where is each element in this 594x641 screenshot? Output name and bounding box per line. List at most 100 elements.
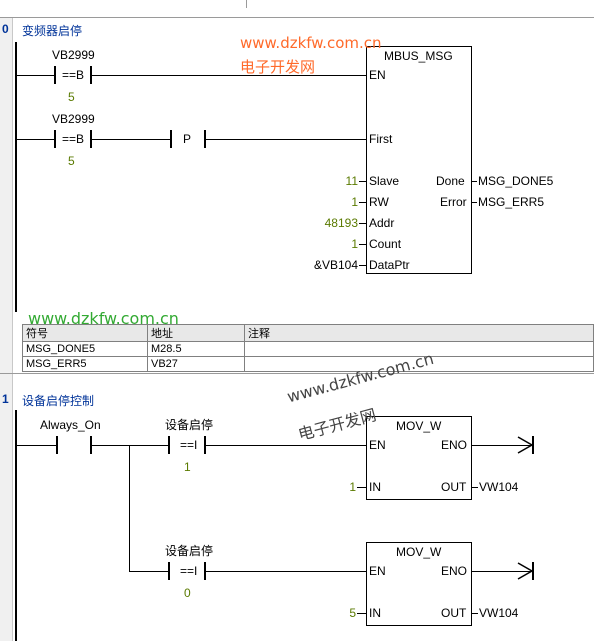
network-0-number: 0: [2, 22, 9, 36]
wire: [206, 445, 367, 446]
mov-w-2-out-value[interactable]: VW104: [479, 606, 519, 620]
compare-2-value[interactable]: 0: [184, 586, 191, 600]
wire: [471, 571, 531, 572]
mov-w-1-out-value[interactable]: VW104: [479, 480, 519, 494]
wire: [206, 571, 367, 572]
col-address: 地址: [147, 324, 245, 342]
table-row[interactable]: MSG_DONE5 M28.5: [22, 341, 594, 357]
error-pin: Error: [440, 195, 467, 209]
wire: [92, 139, 170, 140]
mbus-msg-block[interactable]: [366, 46, 472, 274]
contact-2-left-bar: [54, 130, 56, 148]
wire: [92, 75, 367, 76]
mov-w-1-eno: ENO: [441, 438, 468, 452]
contact-2-tag[interactable]: VB2999: [52, 112, 95, 126]
mov-w-block-1[interactable]: [366, 416, 472, 500]
dataptr-value[interactable]: &VB104: [313, 258, 358, 272]
compare-1-right-bar: [204, 436, 206, 454]
wire: [359, 265, 366, 266]
always-on-tag[interactable]: Always_On: [40, 418, 101, 432]
power-rail: [15, 410, 17, 641]
contact-2-op: ==B: [62, 132, 85, 146]
addr-pin: Addr: [369, 216, 395, 230]
wire: [206, 139, 367, 140]
contact-1-op: ==B: [62, 68, 85, 82]
wire: [359, 202, 366, 203]
wire: [471, 181, 477, 182]
col-comment: 注释: [244, 324, 594, 342]
dataptr-pin: DataPtr: [369, 258, 410, 272]
compare-2-left-bar: [168, 562, 170, 580]
contact-2-value[interactable]: 5: [68, 154, 75, 168]
wire: [16, 445, 56, 446]
mov-w-2-en: EN: [369, 564, 386, 578]
table-row[interactable]: MSG_ERR5 VB27: [22, 356, 594, 372]
pulse-right-bar: [204, 130, 206, 148]
done-pin: Done: [436, 174, 465, 188]
mov-w-2-in-pin: IN: [369, 606, 381, 620]
slave-pin: Slave: [369, 174, 400, 188]
addr-value[interactable]: 48193: [324, 216, 358, 230]
compare-1-op: ==I: [180, 438, 198, 452]
address-cell: M28.5: [147, 341, 245, 357]
watermark-url-green: www.dzkfw.com.cn: [28, 309, 179, 328]
always-on-left-bar: [56, 436, 58, 454]
wire: [16, 75, 54, 76]
contact-1-right-bar: [90, 66, 92, 84]
contact-1-tag[interactable]: VB2999: [52, 48, 95, 62]
symbol-cell: MSG_DONE5: [22, 341, 148, 357]
wire: [357, 613, 366, 614]
mbus-msg-title: MBUS_MSG: [384, 49, 453, 63]
col-symbol: 符号: [22, 324, 148, 342]
count-pin: Count: [369, 237, 402, 251]
wire: [359, 181, 366, 182]
mov-w-1-in-value[interactable]: 1: [349, 480, 356, 494]
address-cell: VB27: [147, 356, 245, 372]
mov-w-2-in-value[interactable]: 5: [349, 606, 356, 620]
compare-1-left-bar: [168, 436, 170, 454]
wire: [16, 139, 54, 140]
top-divider: [246, 0, 247, 8]
mbus-first-pin: First: [369, 132, 393, 146]
network-0-title[interactable]: 变频器启停: [22, 24, 83, 38]
compare-2-right-bar: [204, 562, 206, 580]
wire: [359, 244, 366, 245]
coil-arrow-icon: [517, 436, 534, 454]
wire: [471, 613, 478, 614]
watermark-name: 电子开发网: [240, 58, 316, 76]
compare-2-tag[interactable]: 设备启停: [165, 544, 214, 558]
count-value[interactable]: 1: [351, 237, 358, 251]
power-rail: [15, 42, 17, 312]
slave-value[interactable]: 11: [345, 174, 358, 188]
mov-w-2-title: MOV_W: [396, 545, 442, 559]
symbol-cell: MSG_ERR5: [22, 356, 148, 372]
network-1-title[interactable]: 设备启停控制: [22, 394, 95, 408]
mov-w-1-en: EN: [369, 438, 386, 452]
error-output[interactable]: MSG_ERR5: [478, 195, 545, 209]
mbus-en-pin: EN: [369, 68, 386, 82]
rw-value[interactable]: 1: [351, 195, 358, 209]
mov-w-block-2[interactable]: [366, 542, 472, 626]
compare-1-tag[interactable]: 设备启停: [165, 418, 214, 432]
mov-w-2-out-pin: OUT: [441, 606, 467, 620]
compare-1-value[interactable]: 1: [184, 460, 191, 474]
symbol-table-header: 符号 地址 注释: [22, 324, 594, 342]
contact-1-value[interactable]: 5: [68, 90, 75, 104]
wire: [471, 202, 477, 203]
rw-pin: RW: [369, 195, 389, 209]
mov-w-1-in-pin: IN: [369, 480, 381, 494]
wire: [359, 223, 366, 224]
network-separator: [0, 17, 594, 18]
watermark-url: www.dzkfw.com.cn: [240, 34, 382, 52]
network-1-gutter: [0, 374, 13, 641]
mov-w-1-title: MOV_W: [396, 419, 442, 433]
done-output[interactable]: MSG_DONE5: [478, 174, 554, 188]
wire: [129, 571, 168, 572]
contact-1-left-bar: [54, 66, 56, 84]
wire: [357, 487, 366, 488]
wire: [471, 445, 531, 446]
wire: [92, 445, 168, 446]
network-0-gutter: [0, 18, 13, 373]
contact-2-right-bar: [90, 130, 92, 148]
